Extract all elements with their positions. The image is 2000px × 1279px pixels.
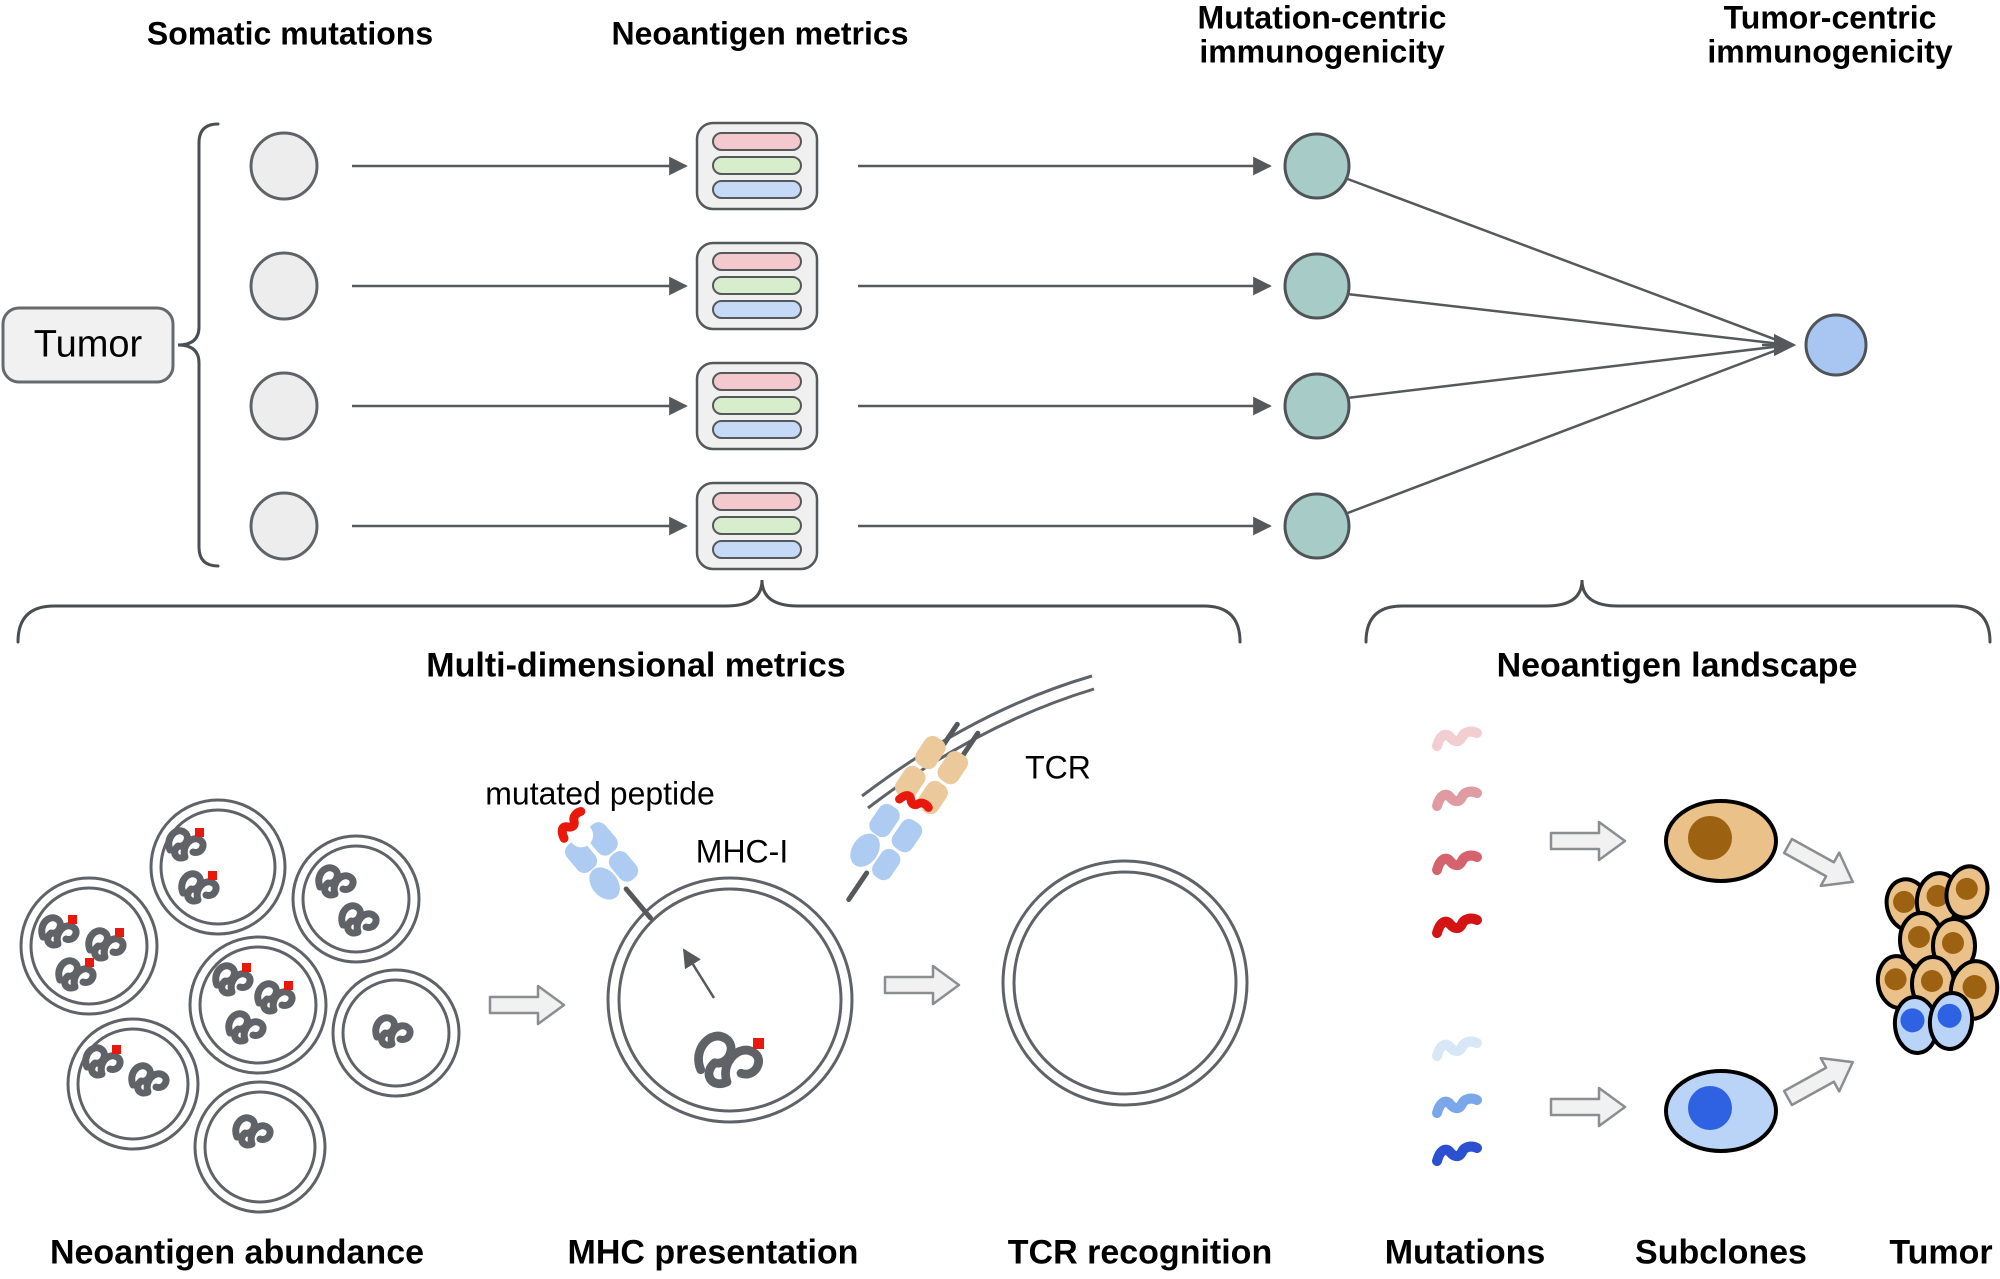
- tumor-brace: [177, 122, 220, 568]
- subclone-blue: [1664, 1069, 1778, 1153]
- annotation-tcr: TCR: [1025, 749, 1091, 786]
- arrow-mutations-to-subclone-blue: [1549, 1086, 1627, 1128]
- mutation-row-1: [249, 121, 1791, 347]
- annotation-mutated-peptide: mutated peptide: [485, 775, 715, 812]
- clonal-mutation-squiggle: [1437, 856, 1477, 870]
- step-arrow-abundance-to-mhc: [488, 984, 566, 1026]
- panel-label-mutations: Mutations: [1384, 1233, 1546, 1272]
- header-mutation-centric-line2: immunogenicity: [1199, 33, 1445, 70]
- arrow-mutations-to-subclone-tan: [1549, 820, 1627, 862]
- neoantigen-landscape-brace: [1364, 579, 1992, 644]
- subclonal-mutation-squiggle: [1437, 1147, 1477, 1161]
- section-multi-dimensional-metrics: Multi-dimensional metrics: [426, 646, 846, 685]
- mutation-row-2: [249, 241, 1791, 347]
- somatic-mutation-node: [249, 491, 319, 561]
- tumor-cell: [149, 798, 287, 936]
- tcr-recognition-panel: [846, 674, 1249, 1107]
- panel-label-subclones: Subclones: [1635, 1233, 1807, 1272]
- tumor-cell: [188, 935, 328, 1075]
- step-arrow-mhc-to-tcr: [883, 964, 961, 1006]
- annotation-mhc-i: MHC-I: [695, 833, 789, 870]
- arrow-subclone-blue-to-tumor: [1777, 1044, 1864, 1116]
- mhc-molecule: [549, 804, 654, 921]
- mutations-column: [1437, 732, 1477, 1161]
- subclone-tan: [1664, 799, 1778, 883]
- panel-label-tcr-recognition: TCR recognition: [1007, 1233, 1273, 1272]
- tumor-cluster: [1875, 864, 2000, 1055]
- tumor-cell: [193, 1080, 327, 1214]
- mutation-site-dot: [753, 1038, 764, 1049]
- section-neoantigen-landscape: Neoantigen landscape: [1496, 646, 1858, 685]
- somatic-mutation-node: [249, 131, 319, 201]
- tumor-centric-node: [1804, 313, 1868, 377]
- somatic-mutation-node: [249, 251, 319, 321]
- panel-label-neoantigen-abundance: Neoantigen abundance: [49, 1233, 425, 1272]
- somatic-mutation-node: [249, 371, 319, 441]
- panel-label-mhc-presentation: MHC presentation: [567, 1233, 859, 1272]
- header-tumor-centric-line1: Tumor-centric: [1723, 0, 1937, 36]
- clonal-mutation-squiggle: [1437, 732, 1477, 746]
- tcr-molecule: [846, 721, 981, 903]
- subclonal-mutation-squiggle: [1437, 1099, 1477, 1113]
- header-somatic-mutations: Somatic mutations: [146, 15, 434, 52]
- tumor-cell: [66, 1017, 200, 1151]
- mutation-centric-node: [1283, 132, 1351, 200]
- mutation-row-4: [249, 343, 1791, 571]
- arrow-subclone-tan-to-tumor: [1777, 828, 1864, 900]
- multi-dimensional-metrics-brace: [16, 579, 1242, 644]
- tumor-source-box: [1, 306, 175, 384]
- clonal-mutation-squiggle: [1437, 919, 1477, 933]
- tumor-cell: [331, 968, 461, 1098]
- mutation-centric-node: [1283, 492, 1351, 560]
- subclonal-mutation-squiggle: [1437, 1042, 1477, 1056]
- mutation-centric-node: [1283, 252, 1351, 320]
- tumor-cell: [291, 834, 421, 964]
- tumor-cell: [19, 876, 159, 1016]
- clonal-mutation-squiggle: [1437, 792, 1477, 806]
- mutation-row-3: [249, 343, 1791, 451]
- neoantigen-abundance-panel: [19, 798, 461, 1214]
- mutation-centric-node: [1283, 372, 1351, 440]
- mhc-presentation-panel: [549, 804, 854, 1124]
- tumor-node-label: Tumor: [33, 323, 143, 366]
- header-tumor-centric-line2: immunogenicity: [1707, 33, 1953, 70]
- t-cell-membrane-arc: [861, 674, 1093, 798]
- header-mutation-centric-line1: Mutation-centric: [1197, 0, 1447, 36]
- panel-label-tumor: Tumor: [1889, 1233, 1993, 1272]
- header-neoantigen-metrics: Neoantigen metrics: [611, 15, 909, 52]
